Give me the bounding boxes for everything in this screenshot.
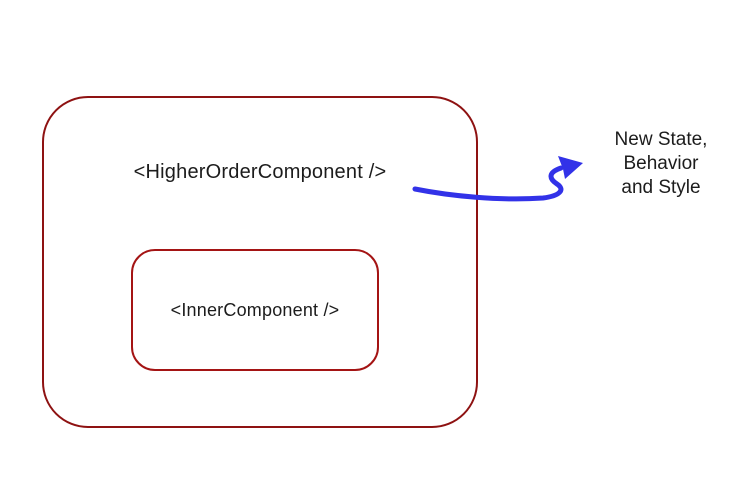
inner-component-box: <InnerComponent /> <box>131 249 379 371</box>
annotation-text: New State, Behavior and Style <box>586 128 736 200</box>
higher-order-component-box <box>42 96 478 428</box>
higher-order-component-label: <HigherOrderComponent /> <box>133 161 387 183</box>
inner-component-label: <InnerComponent /> <box>170 299 340 320</box>
arrowhead-icon <box>558 156 583 179</box>
annotation-line-1: New State, <box>614 129 708 150</box>
annotation-line-3: and Style <box>621 177 701 198</box>
annotation-line-2: Behavior <box>623 153 699 174</box>
